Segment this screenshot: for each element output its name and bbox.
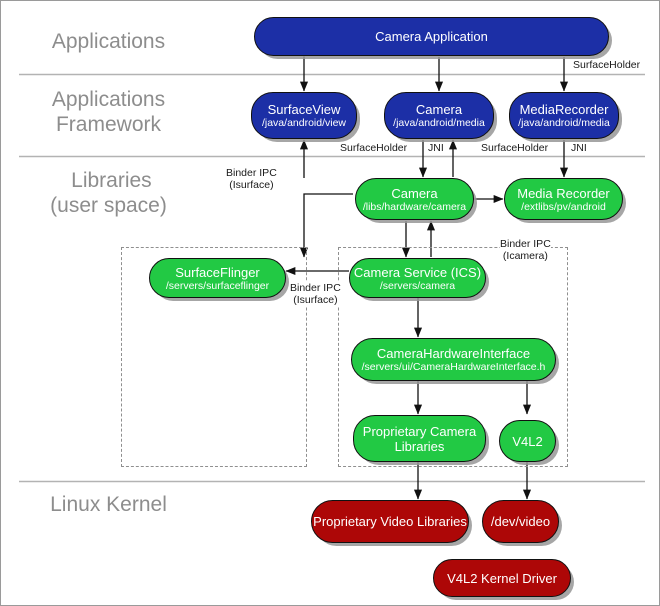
node-title: Proprietary Video Libraries — [313, 514, 467, 529]
edge-label-binder-ipc-isurface-top: Binder IPC (Isurface) — [226, 167, 277, 191]
node-title: Camera Application — [375, 29, 488, 44]
node-v4l2[interactable]: V4L2 — [499, 420, 556, 462]
node-title: Camera Service (ICS) — [353, 264, 482, 280]
node-proprietary-video-libraries[interactable]: Proprietary Video Libraries — [311, 500, 469, 543]
node-subtitle: /java/android/view — [261, 117, 347, 129]
node-mediarecorder-java[interactable]: MediaRecorder /java/android/media — [509, 92, 619, 139]
node-v4l2-kernel-driver[interactable]: V4L2 Kernel Driver — [433, 559, 571, 597]
node-surfaceflinger[interactable]: SurfaceFlinger /servers/surfaceflinger — [149, 258, 286, 298]
node-title: MediaRecorder — [519, 102, 609, 117]
node-dev-video[interactable]: /dev/video — [482, 500, 559, 543]
layer-label-applications: Applications — [51, 30, 166, 53]
node-camera-service[interactable]: Camera Service (ICS) /servers/camera — [349, 258, 486, 298]
node-title: V4L2 Kernel Driver — [447, 570, 557, 586]
node-title: Camera — [391, 185, 438, 201]
node-title: CameraHardwareInterface — [376, 346, 531, 361]
edge-label-surfaceholder-mediarecorder: SurfaceHolder — [481, 142, 549, 154]
layer-label-applications-framework: Applications Framework — [51, 88, 166, 136]
layer-label-libraries: Libraries (user space) — [50, 169, 167, 217]
node-title: SurfaceFlinger — [175, 264, 260, 280]
node-subtitle: /servers/ui/CameraHardwareInterface.h — [361, 361, 546, 373]
node-subtitle: /servers/camera — [379, 279, 456, 292]
node-camera-hardware-interface[interactable]: CameraHardwareInterface /servers/ui/Came… — [351, 338, 556, 381]
edge-label-jni-camera: JNI — [428, 142, 444, 154]
node-camera-java[interactable]: Camera /java/android/media — [384, 92, 494, 139]
node-subtitle: /java/android/media — [518, 117, 610, 129]
node-camera-lib[interactable]: Camera /libs/hardware/camera — [355, 178, 474, 220]
node-camera-application[interactable]: Camera Application — [254, 17, 609, 56]
node-title: Camera — [415, 102, 463, 117]
surfaceflinger-group — [121, 247, 307, 467]
node-subtitle: /servers/surfaceflinger — [165, 279, 270, 292]
edge-label-binder-ipc-isurface-mid: Binder IPC (Isurface) — [290, 282, 341, 306]
node-title: SurfaceView — [267, 102, 341, 117]
layer-label-linux-kernel: Linux Kernel — [50, 493, 167, 516]
edge-label-jni-mediarecorder: JNI — [571, 142, 587, 154]
edge-label-surfaceholder-camera: SurfaceHolder — [340, 142, 408, 154]
node-subtitle: /libs/hardware/camera — [362, 200, 467, 213]
node-subtitle: /extlibs/pv/android — [521, 200, 606, 213]
node-surfaceview[interactable]: SurfaceView /java/android/view — [251, 92, 357, 139]
edge-label-surfaceholder-top: SurfaceHolder — [573, 59, 641, 71]
node-title: Media Recorder — [517, 185, 610, 201]
camera-stack-group — [338, 247, 568, 467]
node-subtitle: /java/android/media — [393, 117, 485, 129]
node-title: Proprietary Camera Libraries — [362, 423, 477, 454]
node-title: V4L2 — [512, 433, 543, 449]
node-media-recorder-lib[interactable]: Media Recorder /extlibs/pv/android — [504, 178, 623, 220]
edge-label-binder-ipc-icamera: Binder IPC (Icamera) — [500, 238, 551, 262]
node-title: /dev/video — [490, 514, 551, 529]
node-proprietary-camera-libraries[interactable]: Proprietary Camera Libraries — [353, 415, 486, 462]
